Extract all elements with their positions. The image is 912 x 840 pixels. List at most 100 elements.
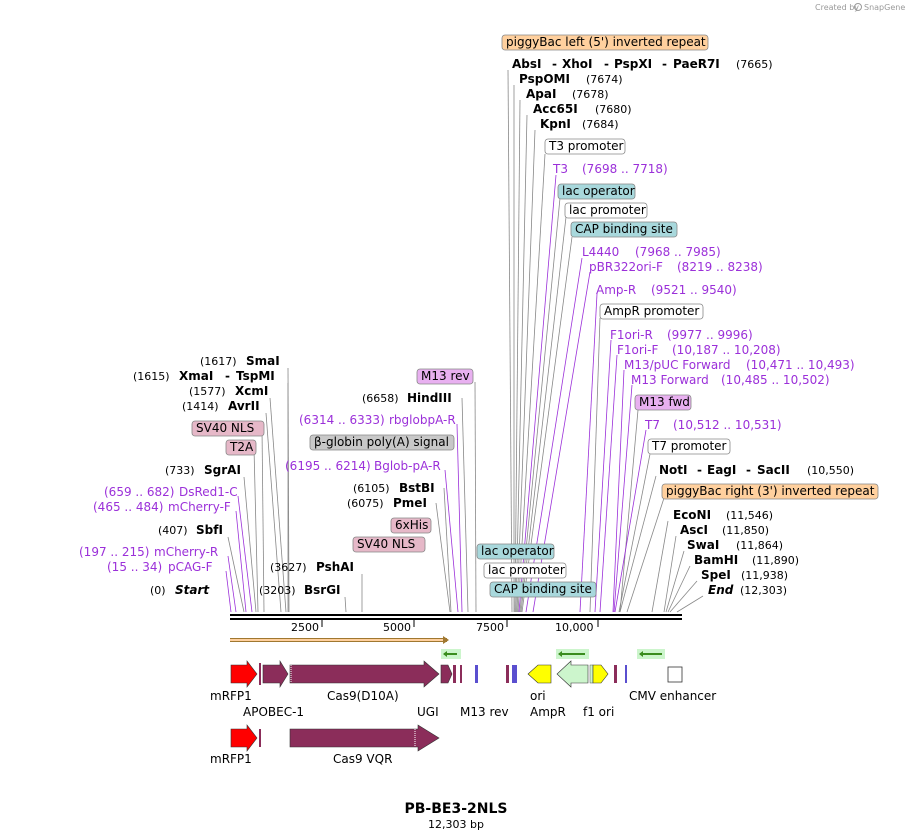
m13puc-label: M13/pUC Forward — [624, 358, 731, 372]
lac-operator-label: lac operator — [562, 184, 635, 198]
6xhis-label: 6xHis — [395, 518, 428, 532]
avrii-label: AvrII — [228, 399, 260, 413]
tick-10000: 10,000 — [555, 621, 594, 634]
pspxi-label: PspXI — [614, 57, 652, 71]
sv40-nls-mid-label: SV40 NLS — [357, 537, 415, 551]
pmei-label: PmeI — [393, 496, 427, 510]
ampr-primer-label: Amp-R — [596, 283, 636, 297]
svg-text:-: - — [662, 57, 667, 71]
end-label: End — [708, 583, 734, 597]
lac-promoter-label: lac promoter — [569, 203, 646, 217]
feature-apobec1: APOBEC-1 — [243, 705, 304, 719]
m13fwd-primer-range: (10,485 .. 10,502) — [721, 373, 830, 387]
f1-ori-arrow — [592, 664, 609, 684]
lac-promoter-box — [564, 202, 648, 219]
bsrgi-pos: (3203) — [259, 584, 296, 597]
m13-rev-box — [416, 368, 474, 385]
m13-rev-label: M13 rev — [421, 369, 470, 383]
m13-fwd-box — [634, 394, 692, 411]
swai-pos: (11,864) — [736, 539, 783, 552]
bamhi-pos: (11,890) — [752, 554, 799, 567]
piggybac-right-box — [661, 483, 879, 500]
sbfi-pos: (407) — [158, 524, 188, 537]
hindiii-pos: (6658) — [362, 392, 399, 405]
cas9-vqr-arrow — [289, 724, 440, 752]
spei-pos: (11,938) — [741, 569, 788, 582]
mcherryr-label: mCherry-R — [154, 545, 218, 559]
avrii-pos: (1414) — [182, 400, 219, 413]
plasmid-title: PB-BE3-2NLS — [405, 801, 508, 817]
ruler-ticks — [321, 620, 599, 627]
m13-rev-mark — [475, 665, 478, 683]
lac-operator-box-lower — [476, 543, 555, 560]
apai-pos: (7678) — [572, 88, 609, 101]
econi-pos: (11,546) — [726, 509, 773, 522]
rbglobpa-range: (6314 .. 6333) — [299, 413, 385, 427]
cap-binding-lower-label: CAP binding site — [494, 582, 592, 596]
pshai-label: PshAI — [316, 560, 354, 574]
swai-label: SwaI — [687, 538, 719, 552]
noti-pos: (10,550) — [807, 464, 854, 477]
svg-text:-: - — [746, 463, 751, 477]
xmai-pos: (1615) — [133, 370, 170, 383]
m13fwd-primer-label: M13 Forward — [631, 373, 709, 387]
acc65i-pos: (7680) — [595, 103, 632, 116]
smai-label: SmaI — [246, 354, 280, 368]
sgrai-label: SgrAI — [204, 463, 241, 477]
feature-cas9-vqr: Cas9 VQR — [333, 752, 392, 766]
pcagf-label: pCAG-F — [168, 560, 213, 574]
m13puc-range: (10,471 .. 10,493) — [746, 358, 855, 372]
f1orir-label: F1ori-R — [610, 328, 653, 342]
leader-lines — [227, 69, 704, 613]
lac-operator-box — [557, 183, 636, 200]
t3-promoter-label: T3 promoter — [548, 139, 624, 153]
feature-cmv-enhancer: CMV enhancer — [629, 689, 716, 703]
pcagf-range: (15 .. 34) — [107, 560, 162, 574]
t2a-label: T2A — [229, 440, 254, 454]
svg-text:-: - — [225, 369, 230, 383]
mrfp1-arrow — [230, 660, 258, 688]
primer-leader-lines — [225, 174, 647, 613]
ampr-promoter-label: AmpR promoter — [604, 304, 699, 318]
feature-mrfp1: mRFP1 — [210, 689, 252, 703]
pbr322-label: pBR322ori-F — [589, 260, 663, 274]
pshai-pos: (3627) — [270, 561, 307, 574]
rbglobpa-label: rbglobpA-R — [389, 413, 456, 427]
feature-mrfp1-2: mRFP1 — [210, 752, 252, 766]
pspomi-label: PspOMI — [519, 72, 570, 86]
piggybac-left-box — [501, 34, 709, 51]
cap-binding-box — [570, 221, 678, 238]
pmei-pos: (6075) — [347, 497, 384, 510]
svg-text:-: - — [697, 463, 702, 477]
kpni-pos: (7684) — [582, 118, 619, 131]
absi-pos: (7665) — [736, 58, 773, 71]
ampr-primer-range: (9521 .. 9540) — [651, 283, 737, 297]
t2a-box — [225, 439, 257, 456]
feature-ampr: AmpR — [530, 705, 566, 719]
xhoi-label: XhoI — [562, 57, 593, 71]
snapgene-logo-icon — [854, 3, 862, 11]
beta-globin-box — [309, 434, 455, 451]
ori-arrow — [527, 664, 552, 684]
ampr-arrow — [556, 660, 589, 688]
t7-primer-range: (10,512 .. 10,531) — [673, 418, 782, 432]
tspmi-label: TspMI — [236, 369, 275, 383]
bstbi-label: BstBI — [399, 481, 435, 495]
ugi-arrow — [440, 664, 453, 684]
lac-promoter-lower-label: lac promoter — [488, 563, 565, 577]
f1orif-range: (10,187 .. 10,208) — [672, 343, 781, 357]
sacii-label: SacII — [757, 463, 790, 477]
mcherryf-label: mCherry-F — [168, 500, 231, 514]
feature-cas9-d10a: Cas9(D10A) — [327, 689, 399, 703]
t3-promoter-box — [544, 138, 626, 155]
piggybac-left-label: piggyBac left (5') inverted repeat — [506, 35, 706, 49]
dsred1c-label: DsRed1-C — [179, 485, 238, 499]
spei-label: SpeI — [701, 568, 731, 582]
feature-f1-ori: f1 ori — [583, 705, 614, 719]
econi-label: EcoNI — [673, 508, 711, 522]
transposon-region-arrowhead — [443, 636, 449, 644]
absi-label: AbsI — [512, 57, 541, 71]
bamhi-label: BamHI — [694, 553, 738, 567]
tick-5000: 5000 — [383, 621, 411, 634]
